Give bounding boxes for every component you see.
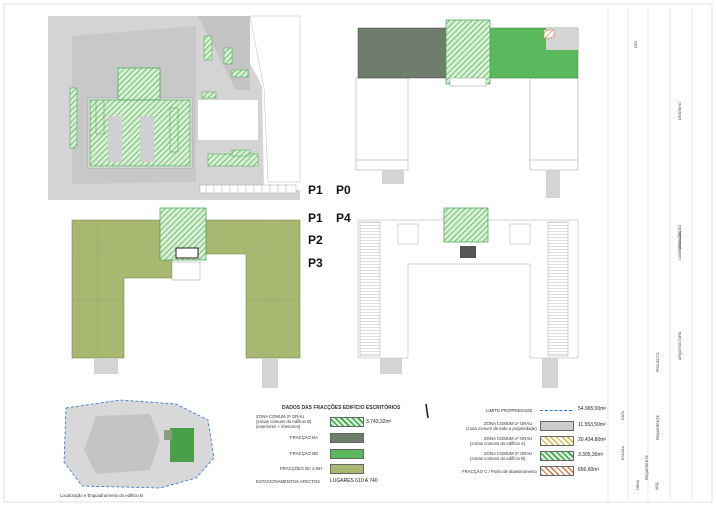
title-block-label: REQUERENTE (656, 415, 660, 440)
legend2-swatch-hatch-green (540, 451, 574, 461)
legend2-row-value: 11.553,50m² (578, 422, 606, 428)
legend-swatch-hatch-green (330, 417, 364, 427)
legend2-row-value: 656,60m² (578, 467, 600, 473)
title-block-label: REQUERENTE (645, 455, 649, 480)
legend2-swatch-hatch-orange (540, 466, 574, 476)
legend-title: DADOS DAS FRACÇÕES EDIFÍCIO ESCRITÓRIOS (282, 405, 401, 411)
legend2-row-label: ZONA COMUM 1º GRAU (484, 421, 533, 426)
floor-label-p1-top: P1 (306, 183, 325, 197)
legend-swatch-dark-green (330, 433, 364, 443)
title-block-label: DATA (621, 410, 625, 420)
legend2-swatch-boundary (540, 410, 572, 411)
legend-row-value: 3.743,32m² (366, 419, 392, 425)
legend-swatch-olive (330, 464, 364, 474)
legend2-row-value: 20.434,80m² (578, 437, 607, 443)
legend2-row-label: LIMITE PROPRIEDADE (486, 408, 533, 413)
legend-row-value: LUGARES 610 A 740 (330, 478, 378, 484)
legend2-row-label: ZONA COMUM 2º GRAU (484, 451, 533, 456)
legend-row-label: ZONA COMUM 2º GRAU (256, 414, 305, 419)
location-caption: Localização e Enquadramento do edifício … (60, 493, 143, 498)
title-block-label: PROJECTO (656, 352, 660, 372)
legend2-row-label: ZONA COMUM 1º GRAU (484, 436, 533, 441)
legend-row-label: ESTACIONAMENTOS AFECTOS (256, 479, 320, 484)
floor-label-p0: P0 (334, 183, 353, 197)
legend-swatch-bright-green (330, 449, 364, 459)
title-block-label: LOCALIZAÇÃO (678, 224, 682, 250)
floor-label-p3: P3 (306, 256, 325, 270)
legend2-row-sub: (zona comum de todo a propriedade) (466, 426, 537, 431)
legend-row-sub: (exteriores + interiores) (256, 424, 301, 429)
legend-row-label: FRACÇÕES BC a BH (280, 466, 322, 471)
legend-row-label: FRACÇÃO BA (290, 435, 318, 440)
floor-label-p2: P2 (306, 233, 325, 247)
legend2-row-sub: (zonas comuns do edifício B) (470, 456, 526, 461)
title-block-label: ESCALA (621, 445, 625, 460)
floor-label-p1-bottom: P1 (306, 211, 325, 225)
legend2-row-value: 3.305,30m² (578, 452, 604, 458)
legend2-swatch-gray (540, 421, 574, 431)
legend2-row-value: 54.965,00m² (578, 406, 607, 412)
legend2-row-label: FRACÇÃO C / Posto de abastecimento (462, 469, 537, 474)
title-block-label: OBRA (636, 479, 640, 490)
legend-row-sub: (zonas comuns do edifício B) (256, 419, 312, 424)
title-block-label: ARQUITECTURA (678, 331, 682, 360)
floor-label-p4: P4 (334, 211, 353, 225)
legend-row-label: FRACÇÃO BB (290, 451, 318, 456)
legend2-row-sub: (zonas comuns do edifício A) (470, 441, 526, 446)
title-block-label: ARQ (655, 482, 659, 490)
title-block-label: DES (634, 40, 638, 48)
legend2-swatch-hatch-yellow (540, 436, 574, 446)
title-block-label: DESENHO (678, 102, 682, 120)
